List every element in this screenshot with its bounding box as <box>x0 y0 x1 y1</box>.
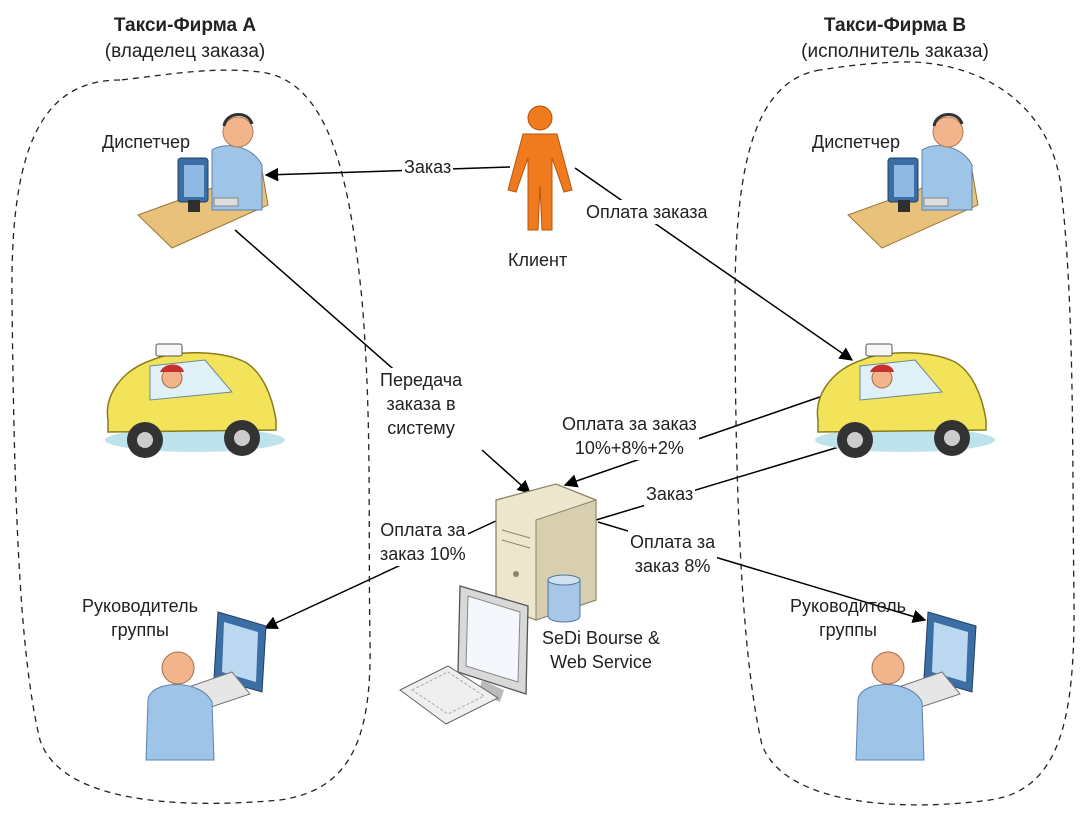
fee-total-label-line1: Оплата за заказ <box>562 414 697 434</box>
dispatcher-a-label: Диспетчер <box>102 132 191 152</box>
order-payment-arrow <box>574 167 854 361</box>
manager-a-label: Руководитель группы <box>80 594 200 642</box>
transfer-label-line2: заказа в <box>386 394 456 414</box>
manager-b-label: Руководитель группы <box>788 594 908 642</box>
transfer-label: Передача заказа в систему <box>378 368 465 440</box>
taxi-b-icon <box>815 343 995 458</box>
fee-b-label-line2: заказ 8% <box>634 556 711 576</box>
firm-b-title-block: Такси-Фирма В (исполнитель заказа) <box>780 13 1010 65</box>
firm-a-title: Такси-Фирма А <box>113 15 257 36</box>
workstation-icon <box>399 585 529 725</box>
fee-total-label-line2: 10%+8%+2% <box>574 438 684 458</box>
order-to-b-arrow <box>595 437 864 521</box>
fee-a-label-line1: Оплата за <box>380 520 466 540</box>
manager-a-icon <box>145 611 267 761</box>
manager-b-icon <box>855 611 977 761</box>
firm-b-title: Такси-Фирма В <box>823 15 967 36</box>
order-to-b-label: Заказ <box>644 482 696 506</box>
manager-a-label-line1: Руководитель <box>82 596 198 616</box>
server-label-line2: Web Service <box>550 652 652 672</box>
firm-b-subtitle: (исполнитель заказа) <box>801 41 989 62</box>
order-payment-label: Оплата заказа <box>584 200 710 224</box>
firm-a-boundary <box>11 69 371 804</box>
transfer-arrow <box>481 449 532 494</box>
dispatcher-a-icon <box>137 113 269 249</box>
fee-total-label: Оплата за заказ 10%+8%+2% <box>560 412 699 460</box>
manager-b-label-line1: Руководитель <box>790 596 906 616</box>
order-label: Заказ <box>402 155 454 179</box>
order-arrow <box>264 166 511 182</box>
server-icon <box>495 483 597 623</box>
manager-a-label-line2: группы <box>111 620 169 640</box>
dispatcher-b-icon <box>847 113 979 249</box>
fee-a-label-line2: заказ 10% <box>380 544 466 564</box>
client-label: Клиент <box>508 250 568 270</box>
transfer-label-line3: систему <box>387 418 455 438</box>
fee-total-arrow <box>563 389 841 488</box>
fee-a-label: Оплата за заказ 10% <box>378 518 468 566</box>
dispatcher-b-label: Диспетчер <box>812 132 901 152</box>
firm-a-title-block: Такси-Фирма А (владелец заказа) <box>80 13 290 65</box>
fee-b-label: Оплата за заказ 8% <box>628 530 718 578</box>
firm-a-subtitle: (владелец заказа) <box>104 41 266 62</box>
taxi-a-icon <box>105 343 285 458</box>
server-label-line1: SeDi Bourse & <box>542 628 661 648</box>
server-label: SeDi Bourse & Web Service <box>540 626 662 674</box>
transfer-label-line1: Передача <box>380 370 463 390</box>
client-figure-icon <box>507 105 573 231</box>
manager-b-label-line2: группы <box>819 620 877 640</box>
fee-b-label-line1: Оплата за <box>630 532 716 552</box>
